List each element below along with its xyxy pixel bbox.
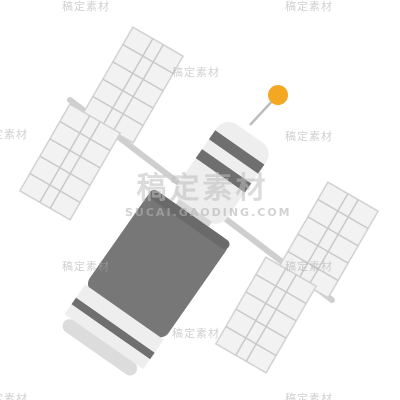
solar-panel-left bbox=[18, 103, 122, 221]
antenna-icon bbox=[249, 85, 288, 126]
bottom-cap bbox=[62, 319, 138, 376]
lower-ring-dark bbox=[71, 297, 155, 360]
solar-panel-right bbox=[276, 181, 380, 299]
main-module bbox=[87, 191, 228, 338]
upper-ring-2 bbox=[195, 149, 252, 193]
lower-ring-light bbox=[76, 284, 164, 353]
solar-panel-bottom bbox=[214, 256, 318, 374]
module-connector bbox=[174, 199, 213, 229]
upper-ring-1 bbox=[208, 130, 265, 174]
station-body bbox=[62, 121, 269, 376]
